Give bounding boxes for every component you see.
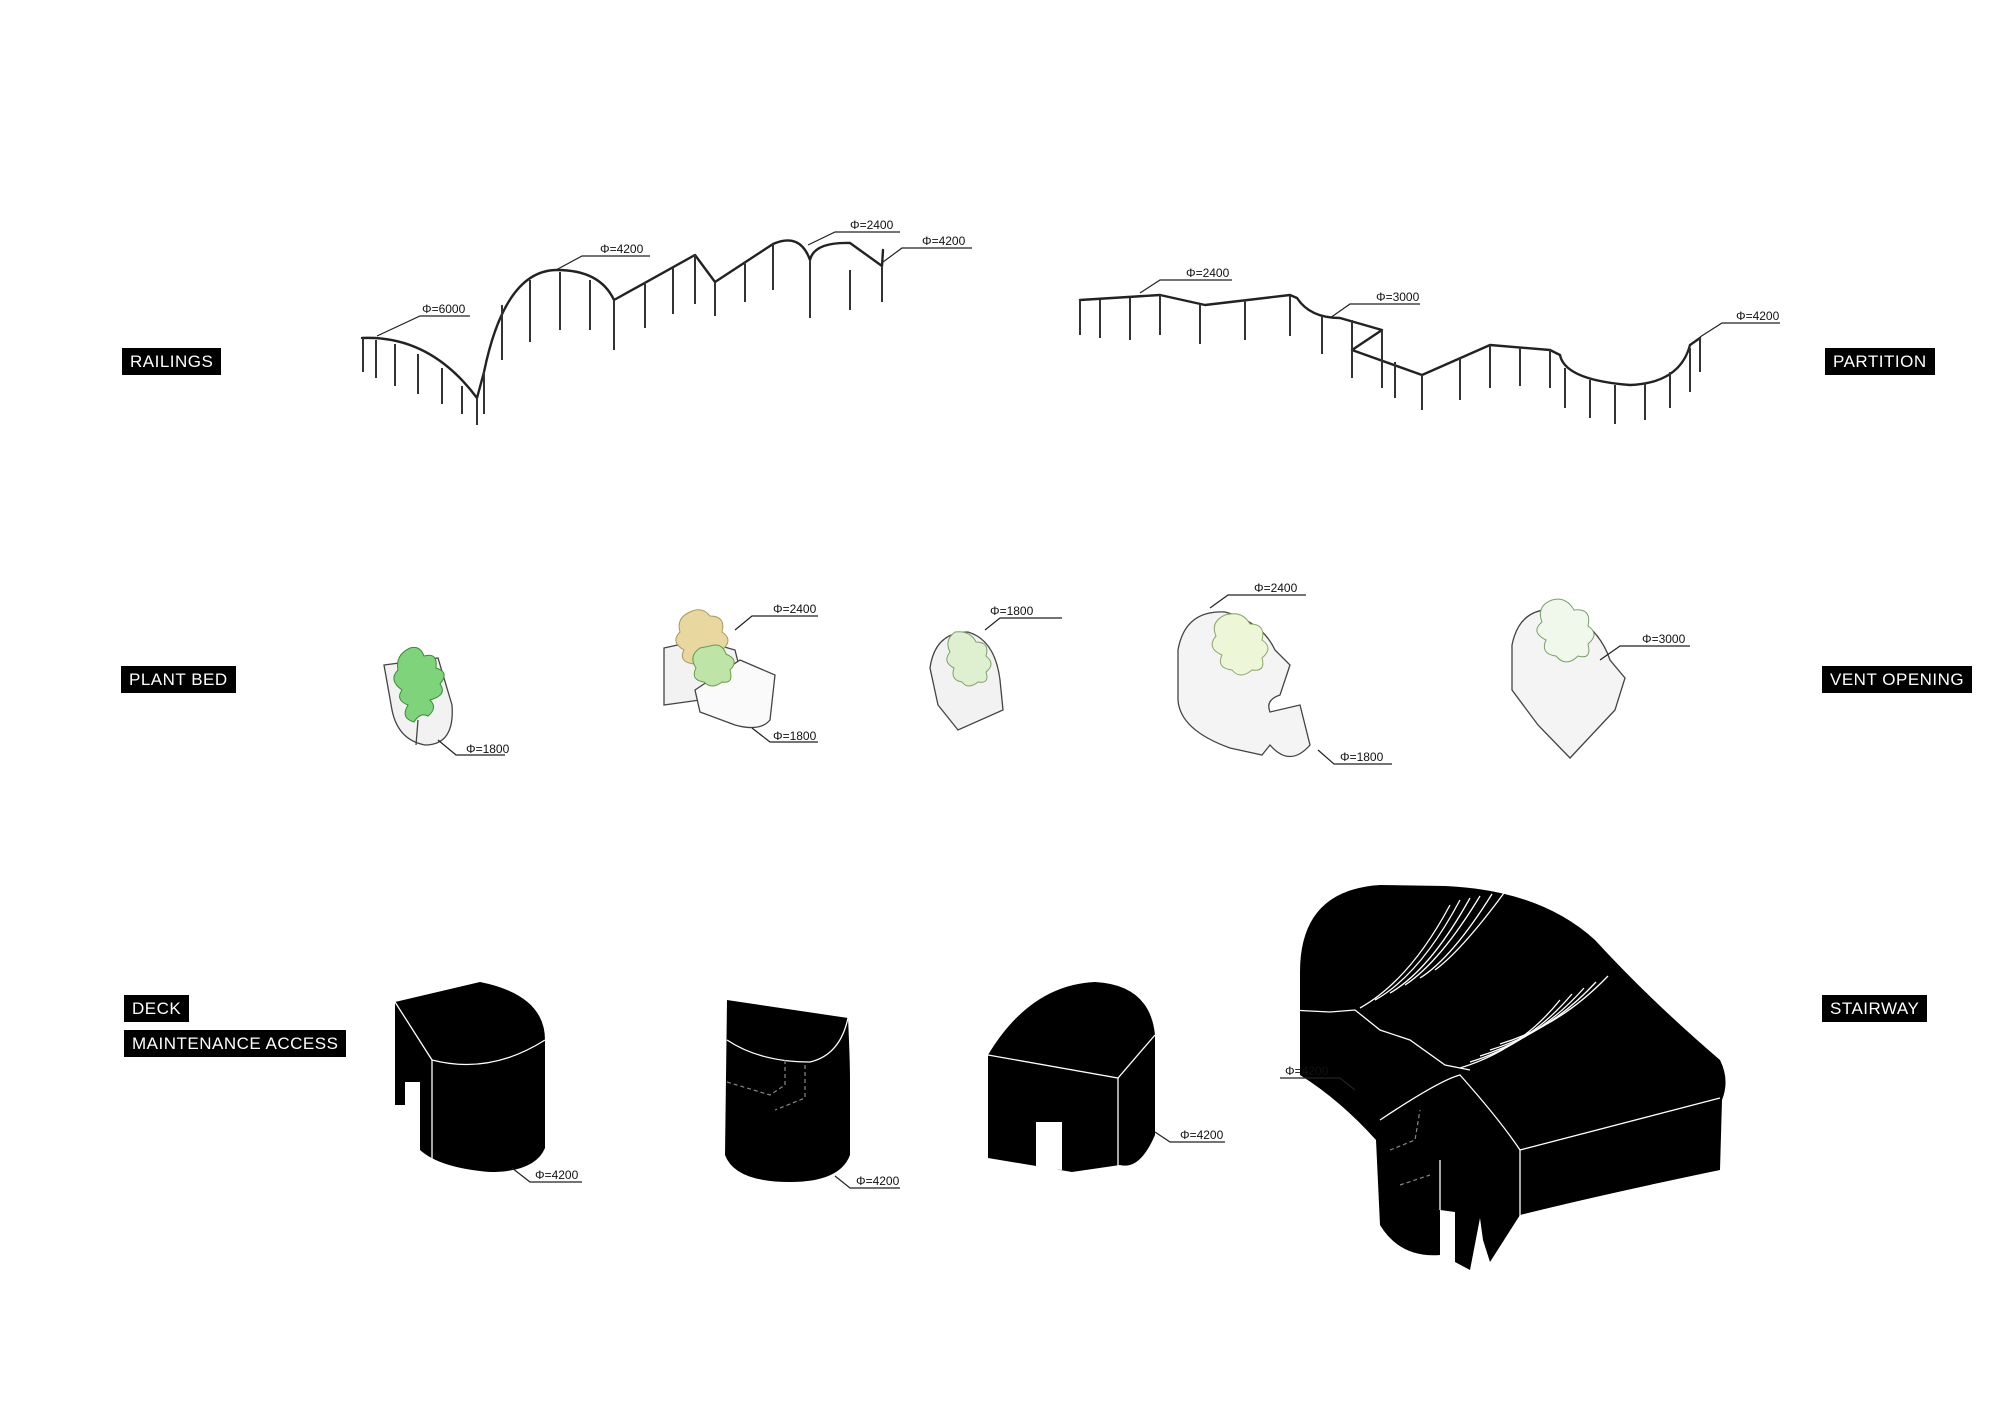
label-maintenance-access: MAINTENANCE ACCESS — [124, 1030, 347, 1057]
label-railings: RAILINGS — [122, 348, 222, 375]
dim-partition-3: Φ=4200 — [1736, 309, 1780, 323]
partition-drawing — [1078, 279, 1780, 424]
dim-bed-2-bottom: Φ=1800 — [773, 729, 817, 743]
dim-bed-3: Φ=1800 — [990, 604, 1034, 618]
dim-railing-4: Φ=4200 — [922, 234, 966, 248]
dim-partition-2: Φ=3000 — [1376, 290, 1420, 304]
label-deck: DECK — [124, 995, 190, 1022]
dim-deck-2: Φ=4200 — [856, 1174, 900, 1188]
plant-bed-3 — [929, 617, 1062, 731]
label-partition: PARTITION — [1825, 348, 1935, 375]
label-stairway: STAIRWAY — [1822, 995, 1928, 1022]
dim-partition-1: Φ=2400 — [1186, 266, 1230, 280]
plant-bed-1 — [383, 646, 505, 756]
dim-deck-3: Φ=4200 — [1180, 1128, 1224, 1142]
dim-railing-2: Φ=4200 — [600, 242, 644, 256]
plant-bed-2 — [663, 609, 818, 743]
label-vent-opening: VENT OPENING — [1822, 666, 1973, 693]
deck-3 — [987, 982, 1225, 1172]
railings-drawing — [360, 231, 972, 425]
dim-bed-4-bottom: Φ=1800 — [1340, 750, 1384, 764]
label-plant-bed: PLANT BED — [121, 666, 236, 693]
plant-bed-4 — [1177, 594, 1392, 765]
stairway-drawing — [1280, 885, 1726, 1270]
plant-bed-5 — [1511, 598, 1690, 759]
deck-1 — [394, 982, 582, 1183]
dim-railing-1: Φ=6000 — [422, 302, 466, 316]
dim-bed-4-top: Φ=2400 — [1254, 581, 1298, 595]
dim-bed-2-top: Φ=2400 — [773, 602, 817, 616]
dim-railing-3: Φ=2400 — [850, 218, 894, 232]
dim-bed-1: Φ=1800 — [466, 742, 510, 756]
dim-stair: Φ=4200 — [1285, 1064, 1329, 1078]
dim-bed-5: Φ=3000 — [1642, 632, 1686, 646]
deck-2 — [725, 1000, 900, 1189]
dim-deck-1: Φ=4200 — [535, 1168, 579, 1182]
